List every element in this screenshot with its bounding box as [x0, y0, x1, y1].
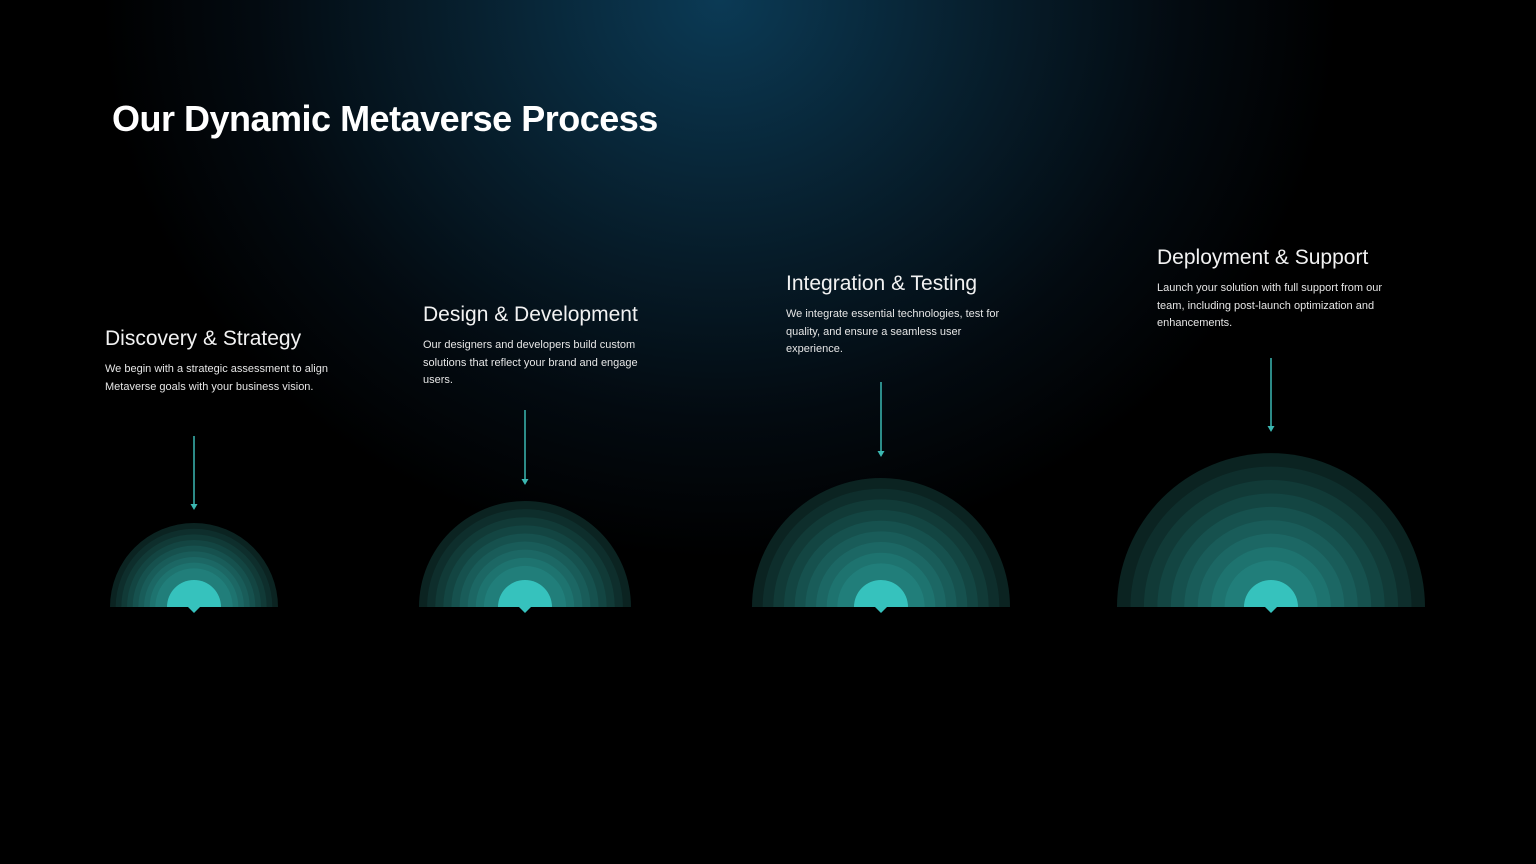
step-integration: Integration & Testing We integrate essen…: [786, 272, 1016, 359]
arrow-down-icon: [190, 504, 198, 510]
step-heading: Integration & Testing: [786, 272, 978, 295]
arrow-down-icon: [877, 451, 885, 457]
pointer-icon: [1265, 607, 1277, 613]
step-design: Design & Development Our designers and d…: [423, 303, 653, 390]
center-dot: [167, 580, 221, 607]
step-heading: Discovery & Strategy: [105, 327, 302, 350]
step-description: We integrate essential technologies, tes…: [786, 308, 1000, 355]
step-heading: Deployment & Support: [1157, 246, 1369, 269]
step-deployment: Deployment & Support Launch your solutio…: [1157, 246, 1387, 333]
arrow-down-icon: [521, 479, 529, 485]
step-description: Our designers and developers build custo…: [423, 339, 638, 386]
step-heading: Design & Development: [423, 303, 638, 326]
step-description: We begin with a strategic assessment to …: [105, 363, 328, 393]
center-dot: [854, 580, 908, 607]
step-discovery: Discovery & Strategy We begin with a str…: [105, 327, 335, 396]
center-dot: [1244, 580, 1298, 607]
step-description: Launch your solution with full support f…: [1157, 282, 1383, 329]
pointer-icon: [188, 607, 200, 613]
pointer-icon: [875, 607, 887, 613]
center-dot: [498, 580, 552, 607]
pointer-icon: [519, 607, 531, 613]
arrow-down-icon: [1267, 426, 1275, 432]
page-title: Our Dynamic Metaverse Process: [112, 98, 658, 139]
